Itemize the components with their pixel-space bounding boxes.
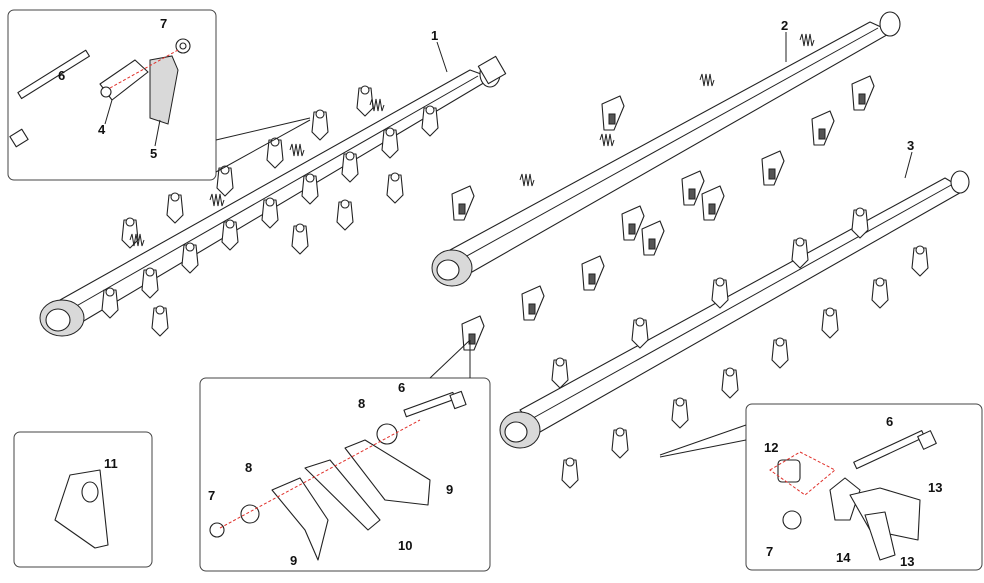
label-8-a: 8	[358, 396, 365, 411]
bushing-12	[777, 459, 801, 483]
blade-9-b	[344, 439, 431, 506]
rotor-2-tube	[449, 21, 893, 273]
bushing-8-b	[240, 504, 260, 524]
rotor-3	[499, 170, 970, 489]
rotor-1	[39, 55, 507, 337]
label-4: 4	[98, 122, 106, 137]
bushing-8-a	[376, 423, 398, 445]
label-rotor-1: 1	[431, 28, 438, 43]
bolt-6-a	[9, 49, 90, 148]
label-10: 10	[398, 538, 412, 553]
label-9-b: 9	[446, 482, 453, 497]
blade-9-a	[271, 477, 329, 561]
rotor-3-tube	[519, 177, 966, 433]
label-7-a: 7	[160, 16, 167, 31]
label-13-b: 13	[900, 554, 914, 569]
label-8-b: 8	[245, 460, 252, 475]
label-7-b: 7	[208, 488, 215, 503]
inset-hammer-assembly: 7 6 4 5	[7, 9, 311, 181]
inset-double-blade-assembly: 12 6 13 7 14 13	[659, 403, 983, 571]
hammer-5	[149, 55, 179, 125]
nut-7-d	[782, 510, 802, 530]
label-12: 12	[764, 440, 778, 455]
label-6-b: 6	[398, 380, 405, 395]
bolt-6-d	[853, 430, 937, 470]
label-rotor-3: 3	[907, 138, 914, 153]
link-14	[829, 477, 861, 521]
inset-blade-box	[199, 377, 491, 572]
label-5: 5	[150, 146, 157, 161]
blade-10	[304, 459, 381, 531]
label-6-a: 6	[58, 68, 65, 83]
inset-blade-assembly: 8 6 8 7 9 10 9	[199, 339, 491, 572]
nut-7-b	[209, 522, 225, 538]
rotor-callouts: 1 2 3	[431, 18, 914, 179]
label-7-d: 7	[766, 544, 773, 559]
label-rotor-2: 2	[781, 18, 788, 33]
inset-double-blade-box	[745, 403, 983, 571]
label-13-a: 13	[928, 480, 942, 495]
bolt-6-b	[403, 390, 467, 418]
label-6-d: 6	[886, 414, 893, 429]
label-9-a: 9	[290, 553, 297, 568]
rotor-2	[431, 11, 901, 351]
label-11: 11	[104, 456, 118, 471]
blade-13-b	[864, 511, 896, 561]
rotor-2-flails	[451, 75, 875, 351]
inset-wedge: 11	[13, 431, 153, 568]
label-14: 14	[836, 550, 851, 565]
